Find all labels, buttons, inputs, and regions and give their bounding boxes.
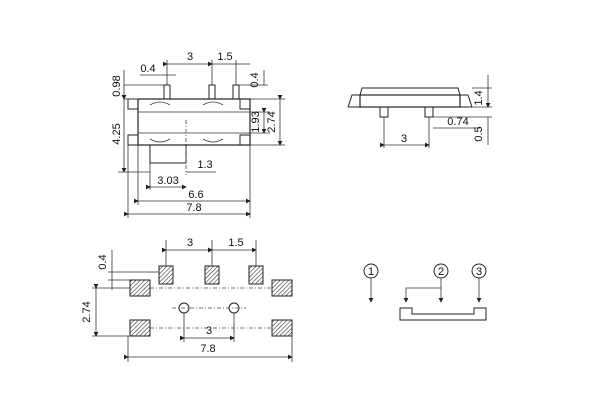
dim-total-h: 2.74 — [266, 111, 278, 132]
pad-3 — [248, 265, 264, 285]
side-body — [359, 94, 461, 108]
switch-contact-bar — [399, 307, 487, 321]
dim-offset: 3.03 — [157, 175, 178, 187]
side-dim-lead: 0.74 — [447, 116, 468, 128]
fp-dim-total-w: 7.8 — [200, 343, 215, 355]
schematic: 1 2 3 — [363, 263, 487, 321]
mount-tab-tl — [127, 98, 139, 110]
pad-2 — [204, 265, 220, 285]
pin-top-3 — [232, 84, 240, 100]
fp-dim-pad: 0.4 — [97, 254, 109, 269]
actuator-knob — [149, 144, 187, 164]
dim-pin-len-left: 0.98 — [111, 75, 123, 96]
pad-1 — [158, 265, 174, 285]
dim-pitch-b: 1.5 — [217, 51, 232, 63]
side-pin-1 — [379, 106, 389, 118]
mount-tab-tr — [239, 98, 251, 110]
dim-inner-h: 1.93 — [250, 111, 262, 132]
dim-pin-len-right: 0.4 — [249, 72, 261, 87]
switch-body — [137, 98, 251, 146]
pin-label-3: 3 — [476, 266, 482, 278]
side-dim-standoff: 0.5 — [473, 126, 485, 141]
fp-dim-pitch-a: 3 — [187, 237, 193, 249]
dim-knob: 1.3 — [197, 159, 212, 171]
mount-tab-bl — [127, 134, 139, 146]
dim-total-w: 7.8 — [186, 202, 201, 214]
dim-pin-width: 0.4 — [140, 63, 155, 75]
fp-dim-hole-pitch: 3 — [206, 325, 212, 337]
side-dim-pitch: 3 — [401, 133, 407, 145]
dim-body-h: 4.25 — [111, 123, 123, 144]
pin-top-2 — [208, 84, 216, 100]
mount-tab-br — [239, 134, 251, 146]
pin-top-1 — [163, 84, 171, 100]
dim-pitch-a: 3 — [187, 51, 193, 63]
pad-mount-tr — [271, 279, 293, 297]
pin-label-1: 1 — [368, 266, 374, 278]
side-dim-height: 1.4 — [473, 90, 485, 105]
pad-mount-bl — [129, 319, 151, 337]
pin-label-2: 2 — [438, 266, 444, 278]
side-view: 1.4 0.74 3 0.5 — [347, 75, 492, 148]
side-pin-2 — [424, 106, 434, 118]
fp-dim-row: 2.74 — [81, 301, 93, 322]
dim-inner-w: 6.6 — [188, 189, 203, 201]
top-view: 3 1.5 0.4 0.98 4.25 0.4 1.93 2.74 1.3 3.… — [111, 51, 285, 218]
pad-mount-tl — [129, 279, 151, 297]
pad-mount-br — [271, 319, 293, 337]
pcb-footprint: 3 1.5 0.4 2.74 3 7.8 — [81, 237, 293, 362]
fp-dim-pitch-b: 1.5 — [228, 237, 243, 249]
